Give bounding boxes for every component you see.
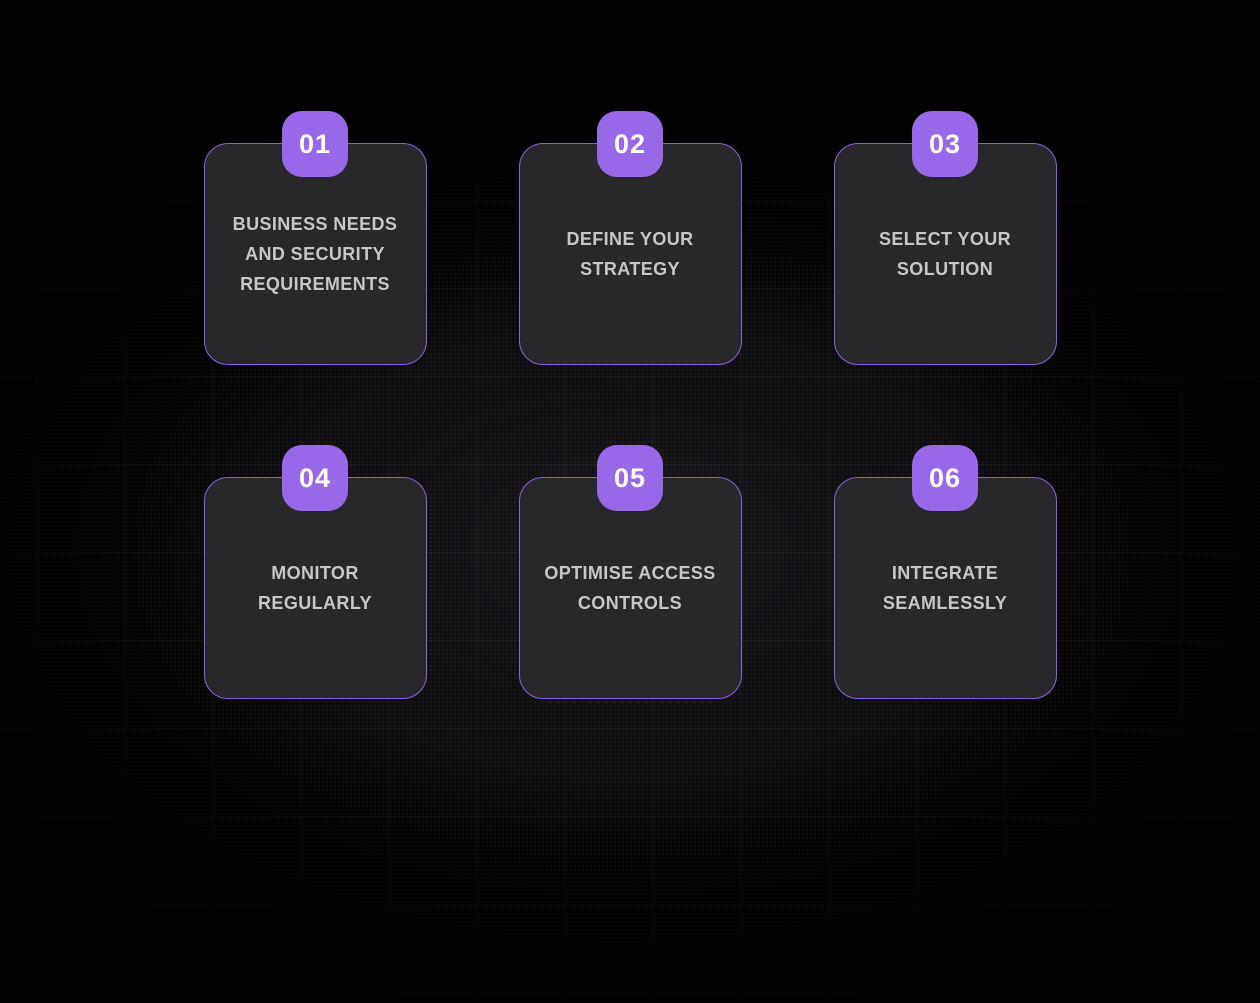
step-number-badge: 03	[912, 111, 978, 177]
process-steps-grid: 01 BUSINESS NEEDS AND SECURITY REQUIREME…	[203, 111, 1057, 699]
step-number-badge: 01	[282, 111, 348, 177]
step-title: OPTIMISE ACCESS CONTROLS	[544, 563, 716, 613]
step-number-badge: 06	[912, 445, 978, 511]
step-card-3: 03 SELECT YOUR SOLUTION	[833, 111, 1057, 365]
step-title: INTEGRATE SEAMLESSLY	[882, 563, 1008, 613]
step-title: BUSINESS NEEDS AND SECURITY REQUIREMENTS	[232, 214, 398, 294]
step-title: SELECT YOUR SOLUTION	[878, 229, 1012, 279]
step-card-1: 01 BUSINESS NEEDS AND SECURITY REQUIREME…	[203, 111, 427, 365]
step-number-badge: 04	[282, 445, 348, 511]
step-title: MONITOR REGULARLY	[258, 563, 372, 613]
step-title: DEFINE YOUR STRATEGY	[566, 229, 694, 279]
step-card-2: 02 DEFINE YOUR STRATEGY	[518, 111, 742, 365]
step-number-badge: 05	[597, 445, 663, 511]
step-card-6: 06 INTEGRATE SEAMLESSLY	[833, 445, 1057, 699]
step-number-badge: 02	[597, 111, 663, 177]
step-card-5: 05 OPTIMISE ACCESS CONTROLS	[518, 445, 742, 699]
step-card-4: 04 MONITOR REGULARLY	[203, 445, 427, 699]
